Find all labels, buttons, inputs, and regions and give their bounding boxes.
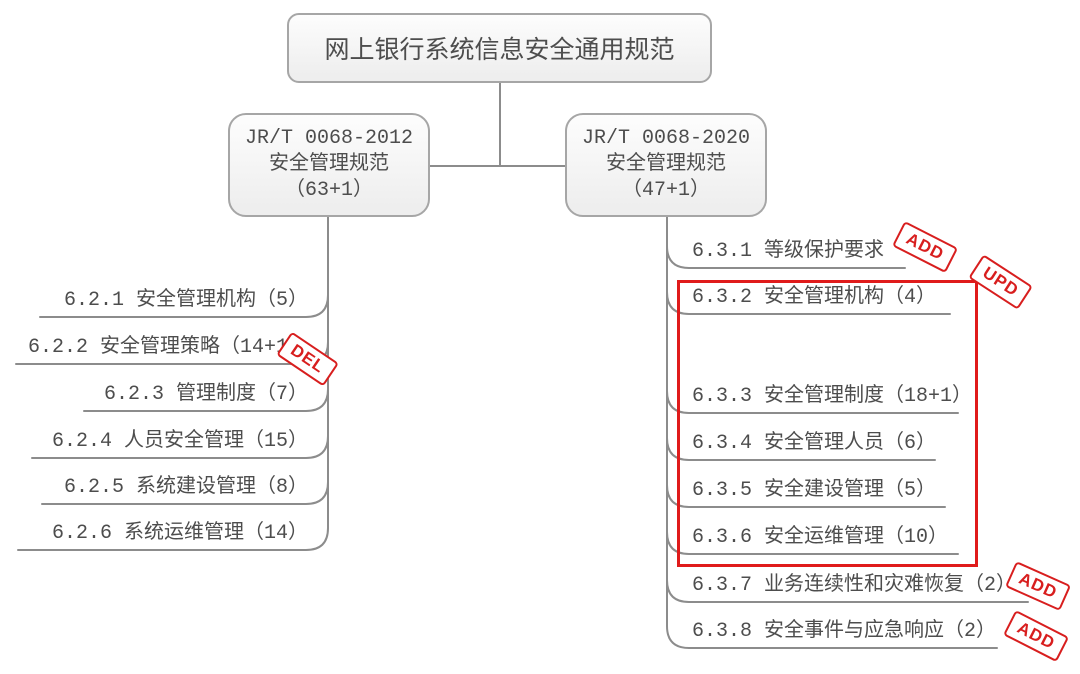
underline-6-3-7 — [666, 579, 1029, 603]
underline-6-3-4 — [666, 437, 936, 461]
root-node-label: 网上银行系统信息安全通用规范 — [324, 37, 675, 66]
tree-item-6-3-8[interactable]: 6.3.8 安全事件与应急响应（2） — [692, 620, 997, 643]
underline-6-3-1 — [666, 245, 906, 269]
tree-item-6-2-4[interactable]: 6.2.4 人员安全管理（15） — [51, 430, 308, 453]
root-node[interactable]: 网上银行系统信息安全通用规范 — [287, 13, 712, 83]
underline-6-3-5 — [666, 484, 946, 508]
tree-item-6-3-3[interactable]: 6.3.3 安全管理制度（18+1） — [692, 385, 973, 408]
tree-item-6-2-1[interactable]: 6.2.1 安全管理机构（5） — [63, 289, 308, 312]
underline-6-2-4 — [31, 435, 329, 459]
underline-6-3-8 — [666, 625, 998, 649]
branch-2020-name: 安全管理规范 — [606, 153, 726, 176]
branch-2012-name: 安全管理规范 — [269, 153, 389, 176]
underline-6-2-5 — [41, 481, 329, 505]
tree-item-6-3-6[interactable]: 6.3.6 安全运维管理（10） — [692, 526, 949, 549]
tree-item-6-3-5[interactable]: 6.3.5 安全建设管理（5） — [692, 479, 937, 502]
underline-6-3-3 — [666, 390, 959, 414]
branch-node-2020[interactable]: JR/T 0068-2020 安全管理规范 （47+1） — [565, 113, 767, 217]
branch-node-2012[interactable]: JR/T 0068-2012 安全管理规范 （63+1） — [228, 113, 430, 217]
underline-6-2-1 — [39, 294, 329, 318]
tree-item-6-2-3[interactable]: 6.2.3 管理制度（7） — [103, 383, 308, 406]
tree-item-6-3-1[interactable]: 6.3.1 等级保护要求 — [692, 240, 885, 263]
branch-2012-count: （63+1） — [284, 179, 373, 202]
underline-6-3-6 — [666, 531, 959, 555]
tree-item-6-3-2[interactable]: 6.3.2 安全管理机构（4） — [692, 286, 937, 309]
right-item-underlines — [666, 245, 1029, 649]
tree-item-6-2-5[interactable]: 6.2.5 系统建设管理（8） — [63, 476, 308, 499]
tree-item-6-2-2[interactable]: 6.2.2 安全管理策略（14+1） — [27, 336, 308, 359]
branch-2020-standard: JR/T 0068-2020 — [581, 127, 751, 150]
tree-item-6-3-7[interactable]: 6.3.7 业务连续性和灾难恢复（2） — [692, 574, 1017, 597]
underline-6-3-2 — [666, 291, 951, 315]
branch-2012-standard: JR/T 0068-2012 — [244, 127, 414, 150]
tree-item-6-2-6[interactable]: 6.2.6 系统运维管理（14） — [51, 522, 308, 545]
tree-item-6-3-4[interactable]: 6.3.4 安全管理人员（6） — [692, 432, 937, 455]
underline-6-2-6 — [17, 527, 329, 551]
underline-6-2-3 — [83, 388, 329, 412]
branch-2020-count: （47+1） — [621, 179, 710, 202]
updated-sections-highlight-box — [677, 280, 978, 567]
